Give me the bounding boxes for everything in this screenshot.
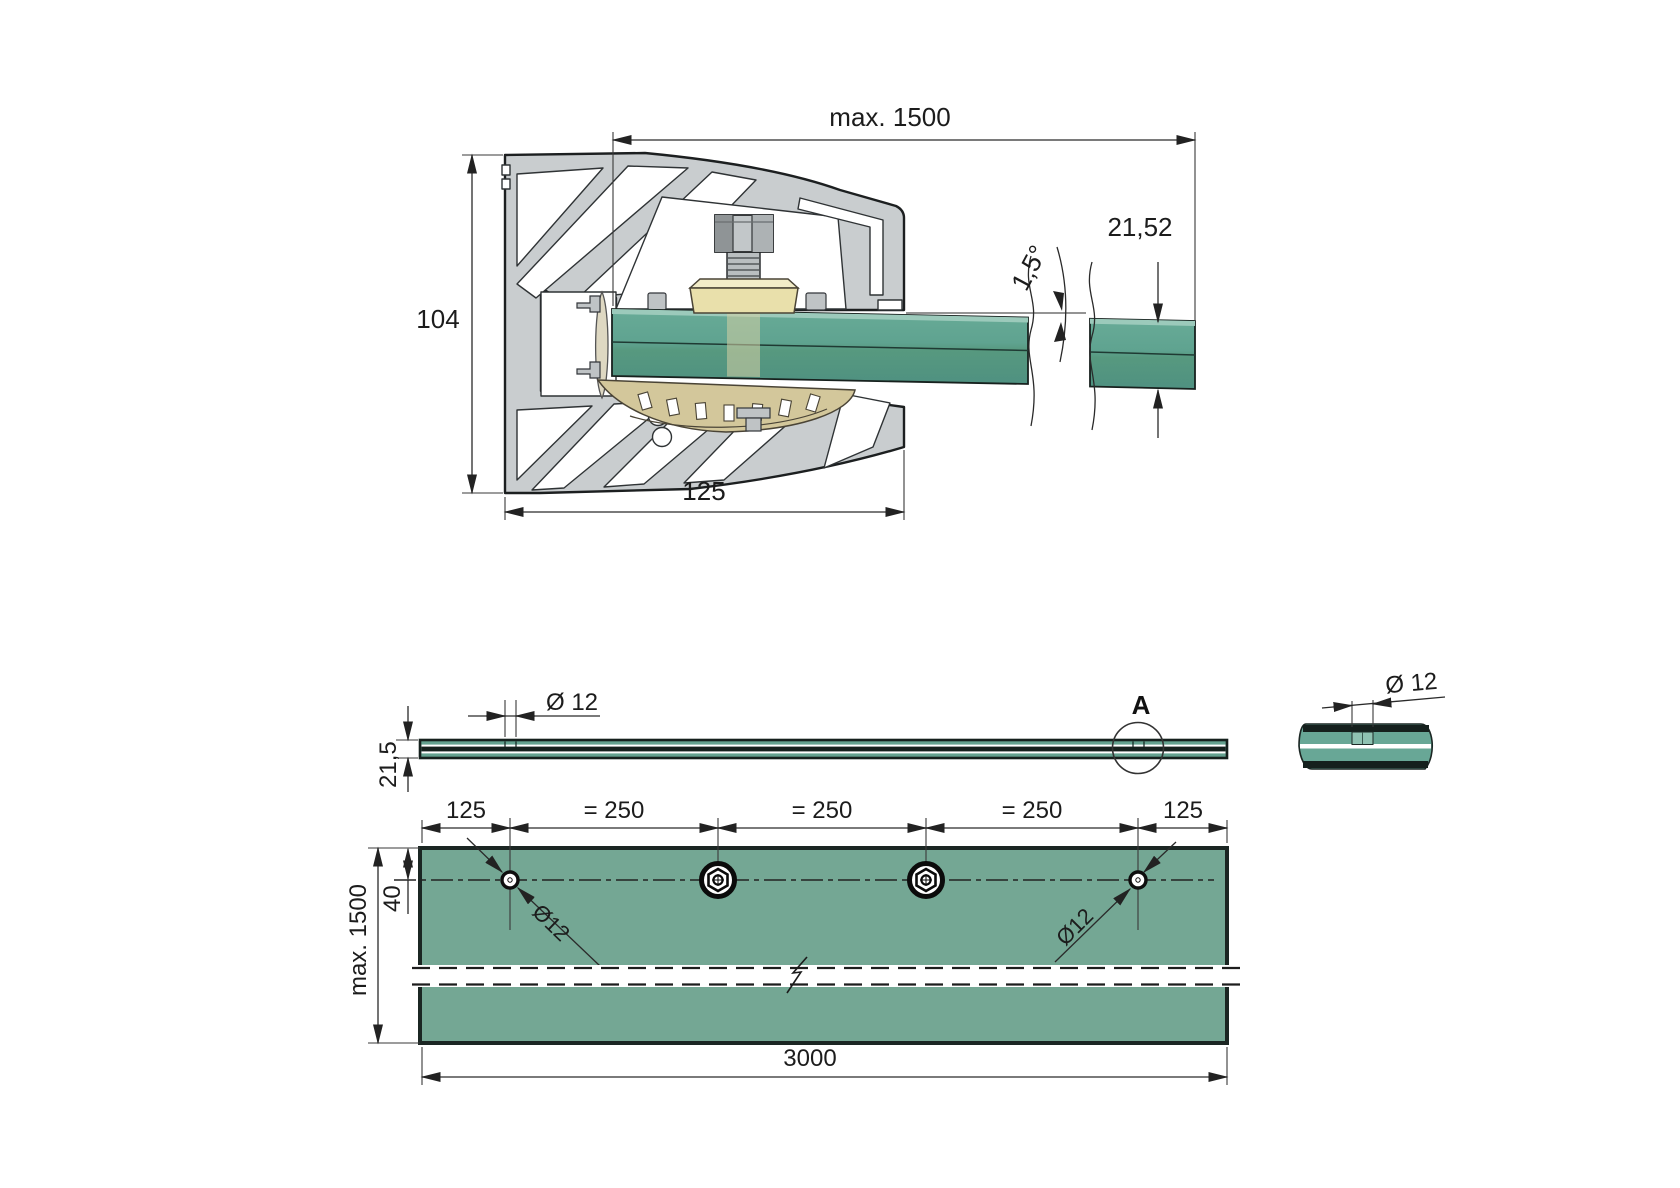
hex-fastener-1 xyxy=(699,861,737,899)
detail-label-A: A xyxy=(1132,690,1151,720)
dim-glass-angle-label: 1,5° xyxy=(1005,240,1053,295)
hex-fastener-2 xyxy=(907,861,945,899)
dim-panel-length-label: 3000 xyxy=(783,1045,836,1072)
glazing-clip-left xyxy=(647,292,667,311)
dim-spacing-1-label: = 250 xyxy=(584,797,645,824)
dim-spacing-3-label: = 250 xyxy=(1002,797,1063,824)
glass-edge-view: Ø 12 21,5 A xyxy=(375,689,1229,792)
break-line-left xyxy=(1027,255,1035,427)
dim-hole-offset-label: 40 xyxy=(379,885,406,912)
break-line-right xyxy=(1088,261,1096,431)
edge-thickness-label: 21,5 xyxy=(375,741,402,788)
dim-edge-left-label: 125 xyxy=(446,797,486,824)
dim-profile-height-label: 104 xyxy=(416,304,459,334)
glazing-clip-right xyxy=(805,292,827,311)
detail-a-view: Ø 12 xyxy=(1298,668,1446,770)
dim-profile-width-label: 125 xyxy=(682,476,725,506)
edge-hole-diameter-label: Ø 12 xyxy=(546,689,598,716)
glass-panel-plan xyxy=(418,846,1229,1045)
dim-panel-height-label: max. 1500 xyxy=(345,884,372,996)
stud-through-glass xyxy=(727,310,760,377)
dim-max-width-label: max. 1500 xyxy=(829,102,950,132)
dim-glass-thickness-label: 21,52 xyxy=(1107,212,1172,242)
dim-spacing-2-label: = 250 xyxy=(792,797,853,824)
panel-break-band xyxy=(412,956,1242,994)
break-zigzag xyxy=(786,956,808,994)
plain-hole-left xyxy=(500,870,520,890)
clamp-block xyxy=(688,278,800,314)
detail-circle-A xyxy=(1111,721,1165,775)
glass-panel-plan-view: 125 = 250 = 250 = 250 125 xyxy=(345,797,1242,1085)
detail-hole-diameter-label: Ø 12 xyxy=(1384,668,1438,699)
rocker-support xyxy=(596,379,856,433)
hex-nut xyxy=(714,214,774,253)
dim-edge-right-label: 125 xyxy=(1163,797,1203,824)
plain-hole-right xyxy=(1128,870,1148,890)
section-dimensions: max. 1500 104 125 21,52 1,5° xyxy=(416,102,1197,520)
